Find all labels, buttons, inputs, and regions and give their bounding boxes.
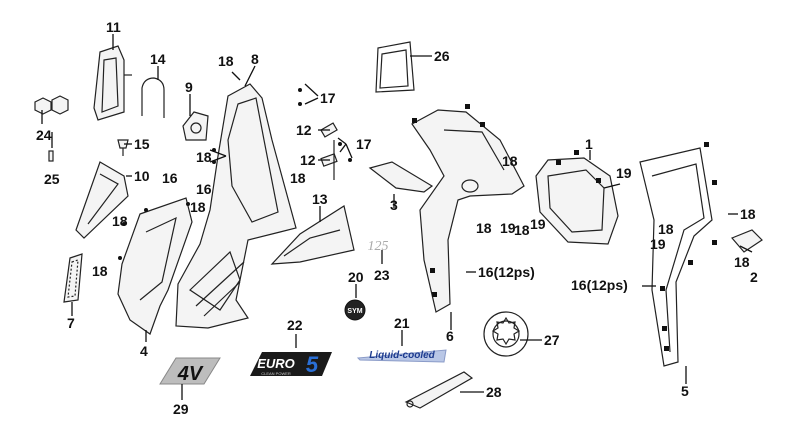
- part-13-side-cover: [270, 205, 355, 265]
- callout-3: 3: [390, 197, 398, 213]
- callout-16-a: 16: [162, 170, 178, 186]
- callout-19-b: 19: [500, 220, 516, 236]
- part-24-clips: [34, 95, 69, 115]
- callout-25: 25: [44, 171, 60, 187]
- callout-18-k: 18: [734, 254, 750, 270]
- callout-13: 13: [312, 191, 328, 207]
- callout-20: 20: [348, 269, 364, 285]
- part-25-pin: [48, 150, 54, 162]
- callout-17-a: 17: [320, 90, 336, 106]
- callout-19-a: 19: [616, 165, 632, 181]
- callout-12-b: 12: [300, 152, 316, 168]
- part-4-lower-cover: [117, 197, 193, 335]
- part-8-inner-shield: [175, 83, 297, 329]
- callout-18-g: 18: [476, 220, 492, 236]
- liquid-cooled-text: Liquid-cooled: [369, 350, 435, 361]
- callout-11: 11: [106, 19, 121, 35]
- callout-1: 1: [585, 136, 593, 152]
- part-7-reflector: [63, 253, 83, 303]
- leader-lines: [41, 34, 753, 400]
- part-10-bracket: [75, 161, 129, 239]
- callout-22: 22: [287, 317, 303, 333]
- callout-18-b: 18: [196, 149, 212, 165]
- callout-26: 26: [434, 48, 450, 64]
- callout-29: 29: [173, 401, 189, 417]
- part-14-hook: [141, 77, 165, 118]
- callout-9: 9: [185, 79, 193, 95]
- part-26-frame: [375, 41, 415, 93]
- euro-sub-text: CLEAN POWER: [261, 371, 291, 376]
- callout-24: 24: [36, 127, 52, 143]
- euro-number-text: 5: [306, 352, 319, 377]
- part-3-panel: [368, 161, 434, 193]
- callout-12-a: 12: [296, 122, 312, 138]
- callout-16-b: 16: [196, 181, 212, 197]
- callout-18-d: 18: [190, 199, 206, 215]
- part-27-emblem: [483, 311, 529, 357]
- part-1-headlight: [535, 157, 619, 245]
- part-20-sym-logo: SYM: [344, 299, 366, 321]
- part-9-switch: [182, 111, 209, 141]
- callout-8: 8: [251, 51, 259, 67]
- callout-23: 23: [374, 267, 390, 283]
- callout-14: 14: [150, 51, 166, 67]
- part-29-4v-decal: 4V: [159, 357, 221, 385]
- part-22-euro5-decal: EURO CLEAN POWER 5: [250, 352, 332, 377]
- part-11-panel: [93, 45, 132, 121]
- callout-16-d: 16(12ps): [571, 277, 628, 293]
- callout-16-c: 16(12ps): [478, 264, 535, 280]
- part-2-lens: [730, 229, 763, 253]
- callout-4: 4: [140, 343, 148, 359]
- callout-18-f: 18: [502, 153, 518, 169]
- callout-6: 6: [446, 328, 454, 344]
- model-125-text: 125: [368, 239, 389, 254]
- callout-10: 10: [134, 168, 150, 184]
- callout-19-d: 19: [650, 236, 666, 252]
- callout-18-l: 18: [92, 263, 108, 279]
- callout-21: 21: [394, 315, 410, 331]
- callout-18-i: 18: [740, 206, 756, 222]
- callout-labels: 11 14 9 18 8 26 17 24 15 12 17 18 12 25 …: [36, 19, 758, 417]
- callout-18-c: 18: [290, 170, 306, 186]
- callout-18-e: 18: [112, 213, 128, 229]
- part-6-front-cover: [411, 109, 525, 313]
- callout-17-b: 17: [356, 136, 372, 152]
- callout-18-h: 18: [514, 222, 530, 238]
- euro-text: EURO: [257, 356, 295, 371]
- callout-7: 7: [67, 315, 75, 331]
- part-23-model-badge: 125: [368, 239, 389, 254]
- callout-2: 2: [750, 269, 758, 285]
- part-5-outer-cover: [639, 147, 713, 367]
- logo-4v-text: 4V: [177, 363, 204, 385]
- sym-logo-text: SYM: [347, 308, 362, 315]
- callout-18-j: 18: [658, 221, 674, 237]
- callout-15: 15: [134, 136, 150, 152]
- callout-18-a: 18: [218, 53, 234, 69]
- callout-5: 5: [681, 383, 689, 399]
- part-15-screw: [117, 139, 129, 156]
- callout-28: 28: [486, 384, 502, 400]
- part-21-liquid-cooled-decal: Liquid-cooled: [356, 349, 447, 363]
- part-12-brackets: [320, 122, 338, 180]
- fasteners: [118, 88, 717, 351]
- callout-27: 27: [544, 332, 560, 348]
- callout-19-c: 19: [530, 216, 546, 232]
- part-28-bracket: [404, 371, 474, 409]
